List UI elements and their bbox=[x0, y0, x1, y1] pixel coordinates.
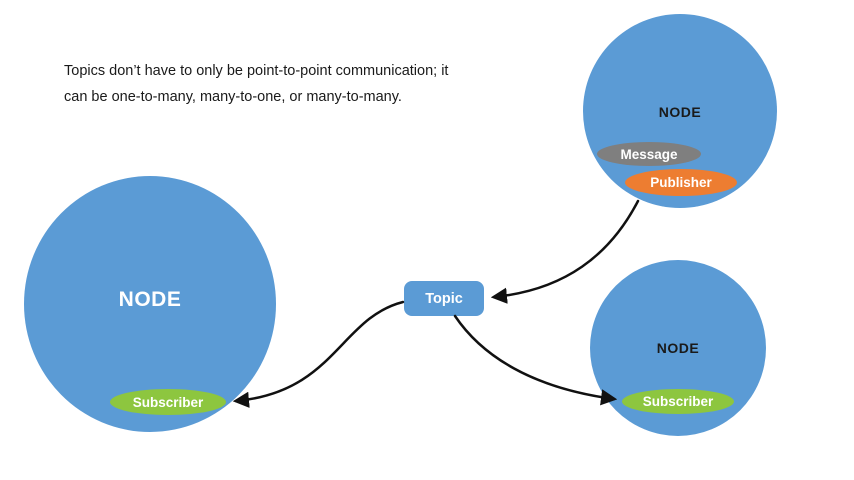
message-badge: Message bbox=[597, 142, 701, 166]
caption-line-1: Topics don’t have to only be point-to-po… bbox=[64, 63, 449, 79]
caption-line-2: can be one-to-many, many-to-one, or many… bbox=[64, 89, 402, 105]
subscriber-badge-left: Subscriber bbox=[110, 389, 226, 415]
topic-box: Topic bbox=[404, 281, 484, 316]
node-top-right-label: NODE bbox=[658, 104, 702, 120]
subscriber-badge-bottom-right: Subscriber bbox=[622, 389, 734, 414]
publisher-badge: Publisher bbox=[625, 169, 737, 196]
arrow-publisher-to-topic bbox=[490, 199, 640, 304]
node-left-label: NODE bbox=[118, 288, 182, 311]
node-bottom-right-label: NODE bbox=[656, 340, 700, 356]
caption: Topics don’t have to only be point-to-po… bbox=[64, 58, 494, 110]
